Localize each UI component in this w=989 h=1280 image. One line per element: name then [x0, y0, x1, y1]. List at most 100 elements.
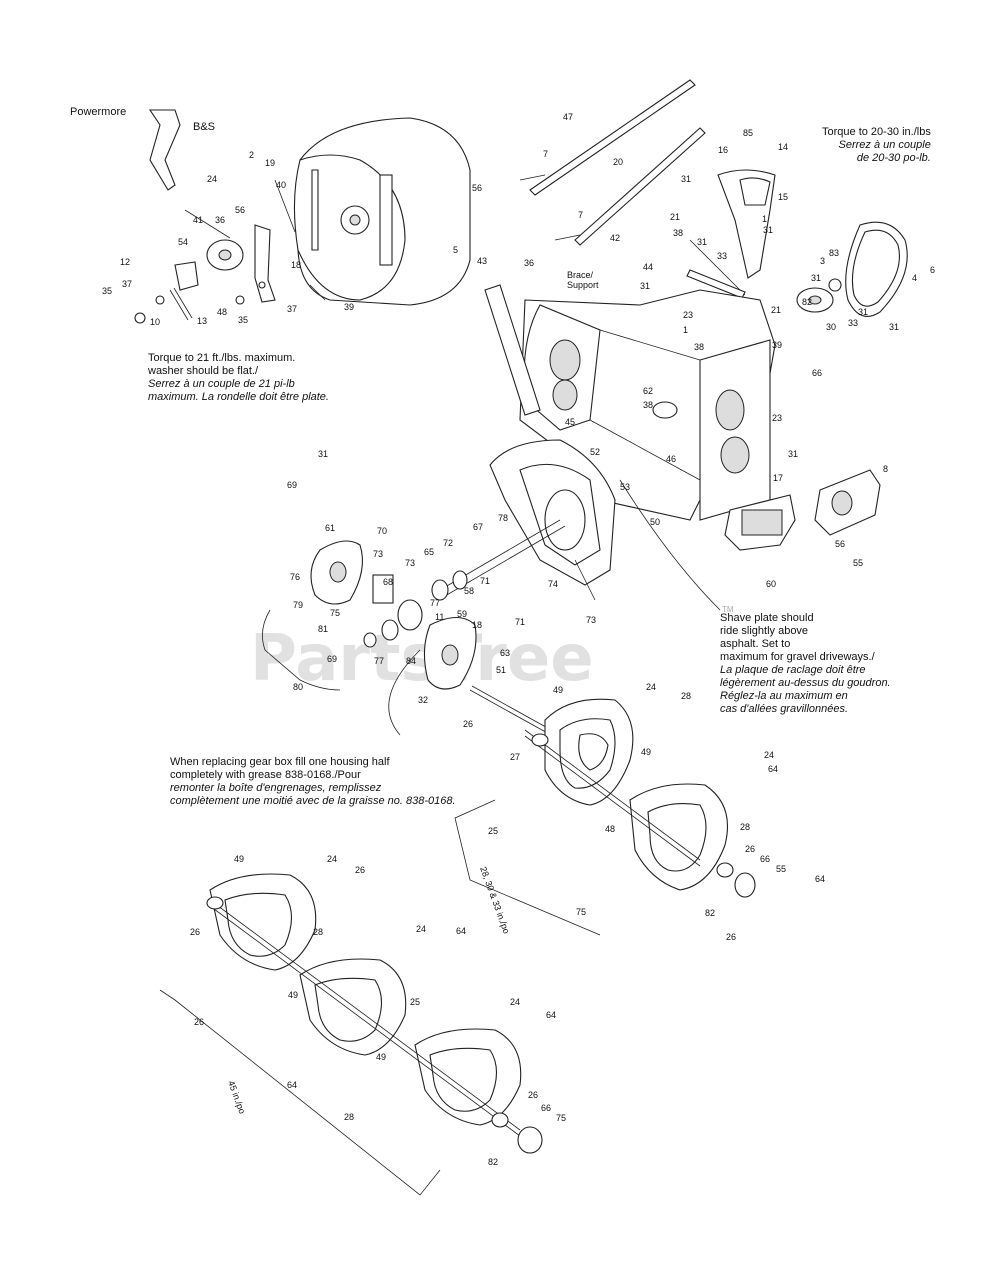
callout-label: 66: [541, 1103, 551, 1113]
callout-label: 35: [238, 315, 248, 325]
callout-label: 41: [193, 215, 203, 225]
brace-support-label: Brace/ Support: [567, 270, 599, 290]
callout-label: 24: [510, 997, 520, 1007]
size-note-28-33: 28, 30 & 33 in./po: [478, 865, 512, 935]
callout-label: 4: [912, 273, 917, 283]
callout-label: 78: [498, 513, 508, 523]
callout-label: 75: [556, 1113, 566, 1123]
callout-label: 39: [772, 340, 782, 350]
auger-flight-28-a: [544, 698, 634, 806]
callout-label: 3: [820, 256, 825, 266]
callout-label: 73: [405, 558, 415, 568]
callout-label: 17: [773, 473, 783, 483]
callout-label: 64: [815, 874, 825, 884]
callout-label: 71: [480, 576, 490, 586]
callout-label: 13: [197, 316, 207, 326]
callout-label: 21: [670, 212, 680, 222]
callout-label: 77: [374, 656, 384, 666]
callout-label: 18: [291, 260, 301, 270]
callout-label: 45: [565, 417, 575, 427]
callout-label: 27: [510, 752, 520, 762]
callout-label: 63: [500, 648, 510, 658]
callout-label: 64: [456, 926, 466, 936]
callout-label: 36: [524, 258, 534, 268]
callout-label: 36: [215, 215, 225, 225]
callout-label: 69: [327, 654, 337, 664]
bracket-28-33: [454, 799, 601, 936]
gearbox-leader: [388, 649, 421, 736]
callout-label: 31: [811, 273, 821, 283]
callout-label: 28: [344, 1112, 354, 1122]
callout-label: 15: [778, 192, 788, 202]
callout-label: 47: [563, 112, 573, 122]
callout-label: 65: [424, 547, 434, 557]
callout-label: 55: [776, 864, 786, 874]
callout-label: 37: [122, 279, 132, 289]
callout-label: 74: [548, 579, 558, 589]
watermark-tm: TM: [722, 605, 734, 614]
shave-plate-and-skids: [724, 469, 881, 551]
callout-label: 33: [848, 318, 858, 328]
callout-label: 28: [313, 927, 323, 937]
callout-label: 31: [788, 449, 798, 459]
callout-label: 83: [829, 248, 839, 258]
pulley-hub: [796, 278, 842, 313]
callout-label: 69: [287, 480, 297, 490]
callout-label: 66: [760, 854, 770, 864]
bracket-51: [262, 609, 341, 691]
callout-label: 24: [327, 854, 337, 864]
callout-label: 82: [705, 908, 715, 918]
callout-label: 24: [416, 924, 426, 934]
auger-flight-45-a: [209, 873, 317, 971]
callout-label: 24: [646, 682, 656, 692]
callout-label: 32: [418, 695, 428, 705]
callout-label: 24: [764, 750, 774, 760]
callout-label: 60: [766, 579, 776, 589]
callout-label: 73: [373, 549, 383, 559]
callout-label: 49: [376, 1052, 386, 1062]
callout-label: 26: [463, 719, 473, 729]
callout-label: 49: [553, 685, 563, 695]
callout-label: 21: [771, 305, 781, 315]
callout-label: 1: [762, 214, 767, 224]
callout-label: 59: [457, 609, 467, 619]
callout-label: 12: [120, 257, 130, 267]
callout-label: 40: [276, 180, 286, 190]
callout-label: 81: [318, 624, 328, 634]
callout-label: 38: [643, 400, 653, 410]
callout-label: 19: [265, 158, 275, 168]
callout-label: 8: [883, 464, 888, 474]
callout-label: 61: [325, 523, 335, 533]
auger-shaft-45: [206, 896, 543, 1154]
callout-label: 31: [681, 174, 691, 184]
impeller-housing: [439, 439, 616, 601]
brand-bs: B&S: [193, 121, 216, 133]
callout-label: 84: [406, 656, 416, 666]
callout-label: 76: [290, 572, 300, 582]
drive-belt: [845, 221, 908, 317]
callout-label: 26: [528, 1090, 538, 1100]
callout-label: 79: [293, 600, 303, 610]
callout-label: 77: [430, 598, 440, 608]
callout-label: 39: [344, 302, 354, 312]
torque-note-20-30: Torque to 20-30 in./lbs Serrez à un coup…: [822, 126, 931, 164]
auger-flight-45-c: [414, 1028, 522, 1126]
callout-label: 23: [683, 310, 693, 320]
brand-powermore: Powermore: [70, 106, 127, 118]
callout-label: 38: [694, 342, 704, 352]
callout-label: 68: [383, 577, 393, 587]
callout-label: 10: [150, 317, 160, 327]
callout-label: 24: [207, 174, 217, 184]
callout-label: 43: [477, 256, 487, 266]
callout-label: 64: [546, 1010, 556, 1020]
callout-label: 31: [889, 322, 899, 332]
discharge-chute: [686, 169, 776, 299]
callout-label: 75: [576, 907, 586, 917]
gear-box-note: When replacing gear box fill one housing…: [170, 756, 456, 807]
callout-label: 25: [410, 997, 420, 1007]
callout-label: 31: [697, 237, 707, 247]
callout-label: 26: [194, 1017, 204, 1027]
callout-label: 50: [650, 517, 660, 527]
callout-label: 58: [464, 586, 474, 596]
idler-bracket-assembly: [134, 109, 326, 324]
